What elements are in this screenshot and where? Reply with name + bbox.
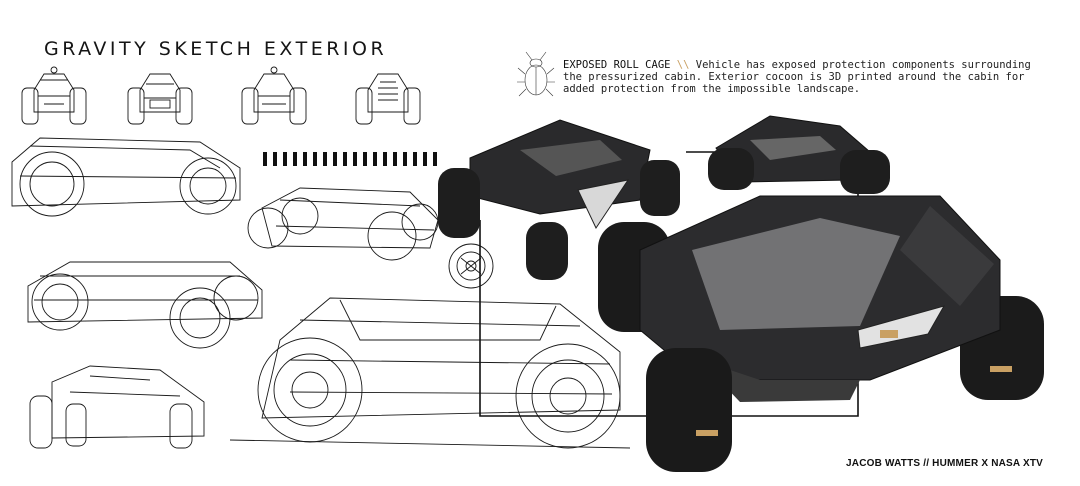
designer-credit: JACOB WATTS // HUMMER X NASA XTV — [846, 458, 1043, 469]
callout-heading: EXPOSED ROLL CAGE — [563, 59, 671, 71]
wheel-detail-sketch — [448, 243, 494, 289]
sheet-title: GRAVITY SKETCH EXTERIOR — [44, 38, 388, 60]
three-quarter-sketch-bottom — [29, 365, 205, 449]
rear-view-sketch-1 — [241, 66, 307, 125]
beetle-icon — [517, 51, 555, 97]
rear-view-sketch-2 — [355, 73, 421, 125]
callout-body: Vehicle has exposed protection component… — [563, 59, 1031, 95]
callout-text: EXPOSED ROLL CAGE \\ Vehicle has exposed… — [563, 59, 1043, 95]
large-side-sketch — [229, 297, 631, 449]
side-view-sketch-mid — [27, 261, 263, 349]
front-view-sketch-2 — [127, 73, 193, 125]
render-top-left — [438, 119, 680, 280]
barcode-strip — [263, 152, 437, 166]
front-view-sketch-1 — [21, 66, 87, 125]
side-view-sketch-top — [11, 137, 241, 217]
render-main — [598, 195, 1044, 472]
render-top-right — [708, 115, 890, 194]
perspective-sketch-upper — [247, 187, 439, 261]
callout-separator: \\ — [676, 59, 690, 71]
